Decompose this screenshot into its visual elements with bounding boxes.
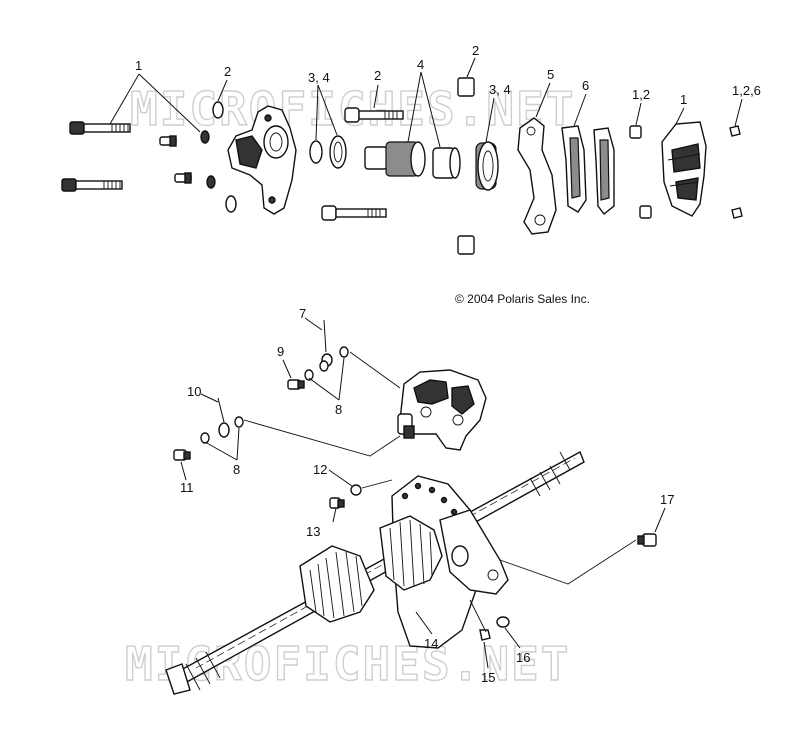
seal-ring-small-2 xyxy=(206,175,216,189)
callout-10: 10 xyxy=(187,384,201,399)
bolt-11 xyxy=(173,449,191,461)
callout-3-4b: 3, 4 xyxy=(489,82,511,97)
pin-boot-lower xyxy=(639,205,652,219)
retaining-clip-upper xyxy=(729,125,741,137)
bushing-lower xyxy=(457,235,475,255)
axle-assembly-view xyxy=(165,319,657,695)
callout-1a: 1 xyxy=(135,58,142,73)
callout-8a: 8 xyxy=(335,402,342,417)
callout-12: 12 xyxy=(313,462,327,477)
bolt-17 xyxy=(637,533,657,547)
pin-boot-upper xyxy=(629,125,642,139)
callout-8b: 8 xyxy=(233,462,240,477)
washer-8e xyxy=(234,416,244,428)
washer-12 xyxy=(350,484,362,496)
callout-2a: 2 xyxy=(224,64,231,79)
sprocket-hub xyxy=(299,515,443,623)
washer-16 xyxy=(496,616,510,628)
brake-pad-inner xyxy=(561,125,587,213)
retaining-clip-lower xyxy=(731,207,743,219)
callout-4: 4 xyxy=(417,57,424,72)
caliper-housing-right xyxy=(661,121,707,217)
callout-14: 14 xyxy=(424,636,438,651)
piston-seal-large xyxy=(475,141,499,191)
washer-8c xyxy=(339,346,349,358)
callout-13: 13 xyxy=(306,524,320,539)
top-leader-lines xyxy=(109,57,743,148)
washer-8d xyxy=(200,432,210,444)
banjo-bolt-9 xyxy=(287,379,305,390)
callout-1-2: 1,2 xyxy=(632,87,650,102)
caliper-exploded-view xyxy=(61,77,743,255)
callout-2c: 2 xyxy=(472,43,479,58)
seal-ring-4 xyxy=(329,135,347,169)
callout-1b: 1 xyxy=(680,92,687,107)
guide-pin-lower xyxy=(321,205,387,221)
callout-16: 16 xyxy=(516,650,530,665)
bushing-upper xyxy=(457,77,475,97)
o-ring-upper xyxy=(212,101,224,119)
callout-17: 17 xyxy=(660,492,674,507)
callout-7: 7 xyxy=(299,306,306,321)
bolt-upper xyxy=(69,121,131,135)
callout-5: 5 xyxy=(547,67,554,82)
callout-11: 11 xyxy=(180,480,194,495)
bolt-lower xyxy=(61,178,123,192)
mounting-bracket xyxy=(517,117,557,235)
callout-3-4a: 3, 4 xyxy=(308,70,330,85)
seal-ring-small-1 xyxy=(200,130,210,144)
copyright-notice: © 2004 Polaris Sales Inc. xyxy=(455,292,590,306)
callout-15: 15 xyxy=(481,670,495,685)
brake-line-upper xyxy=(321,319,333,367)
nut-15 xyxy=(479,629,491,641)
bleeder-fitting-lower xyxy=(174,172,192,184)
brake-line-lower xyxy=(217,397,230,438)
o-ring-lower xyxy=(225,195,237,213)
washer-8a xyxy=(304,369,314,381)
callout-2b: 2 xyxy=(374,68,381,83)
piston xyxy=(364,141,426,177)
caliper-bracket-plate xyxy=(439,509,509,595)
brake-pad-outer xyxy=(593,127,615,215)
callout-9: 9 xyxy=(277,344,284,359)
seal-ring-3 xyxy=(309,140,323,164)
washer-8b xyxy=(319,360,329,372)
bleeder-fitting-upper xyxy=(159,135,177,147)
caliper-housing-left xyxy=(227,105,297,215)
bottom-leader-lines xyxy=(180,317,666,669)
callout-6: 6 xyxy=(582,78,589,93)
guide-pin-upper xyxy=(344,107,404,123)
caliper-assembled xyxy=(397,369,487,451)
callout-1-2-6: 1,2,6 xyxy=(732,83,761,98)
bolt-13 xyxy=(329,497,345,509)
